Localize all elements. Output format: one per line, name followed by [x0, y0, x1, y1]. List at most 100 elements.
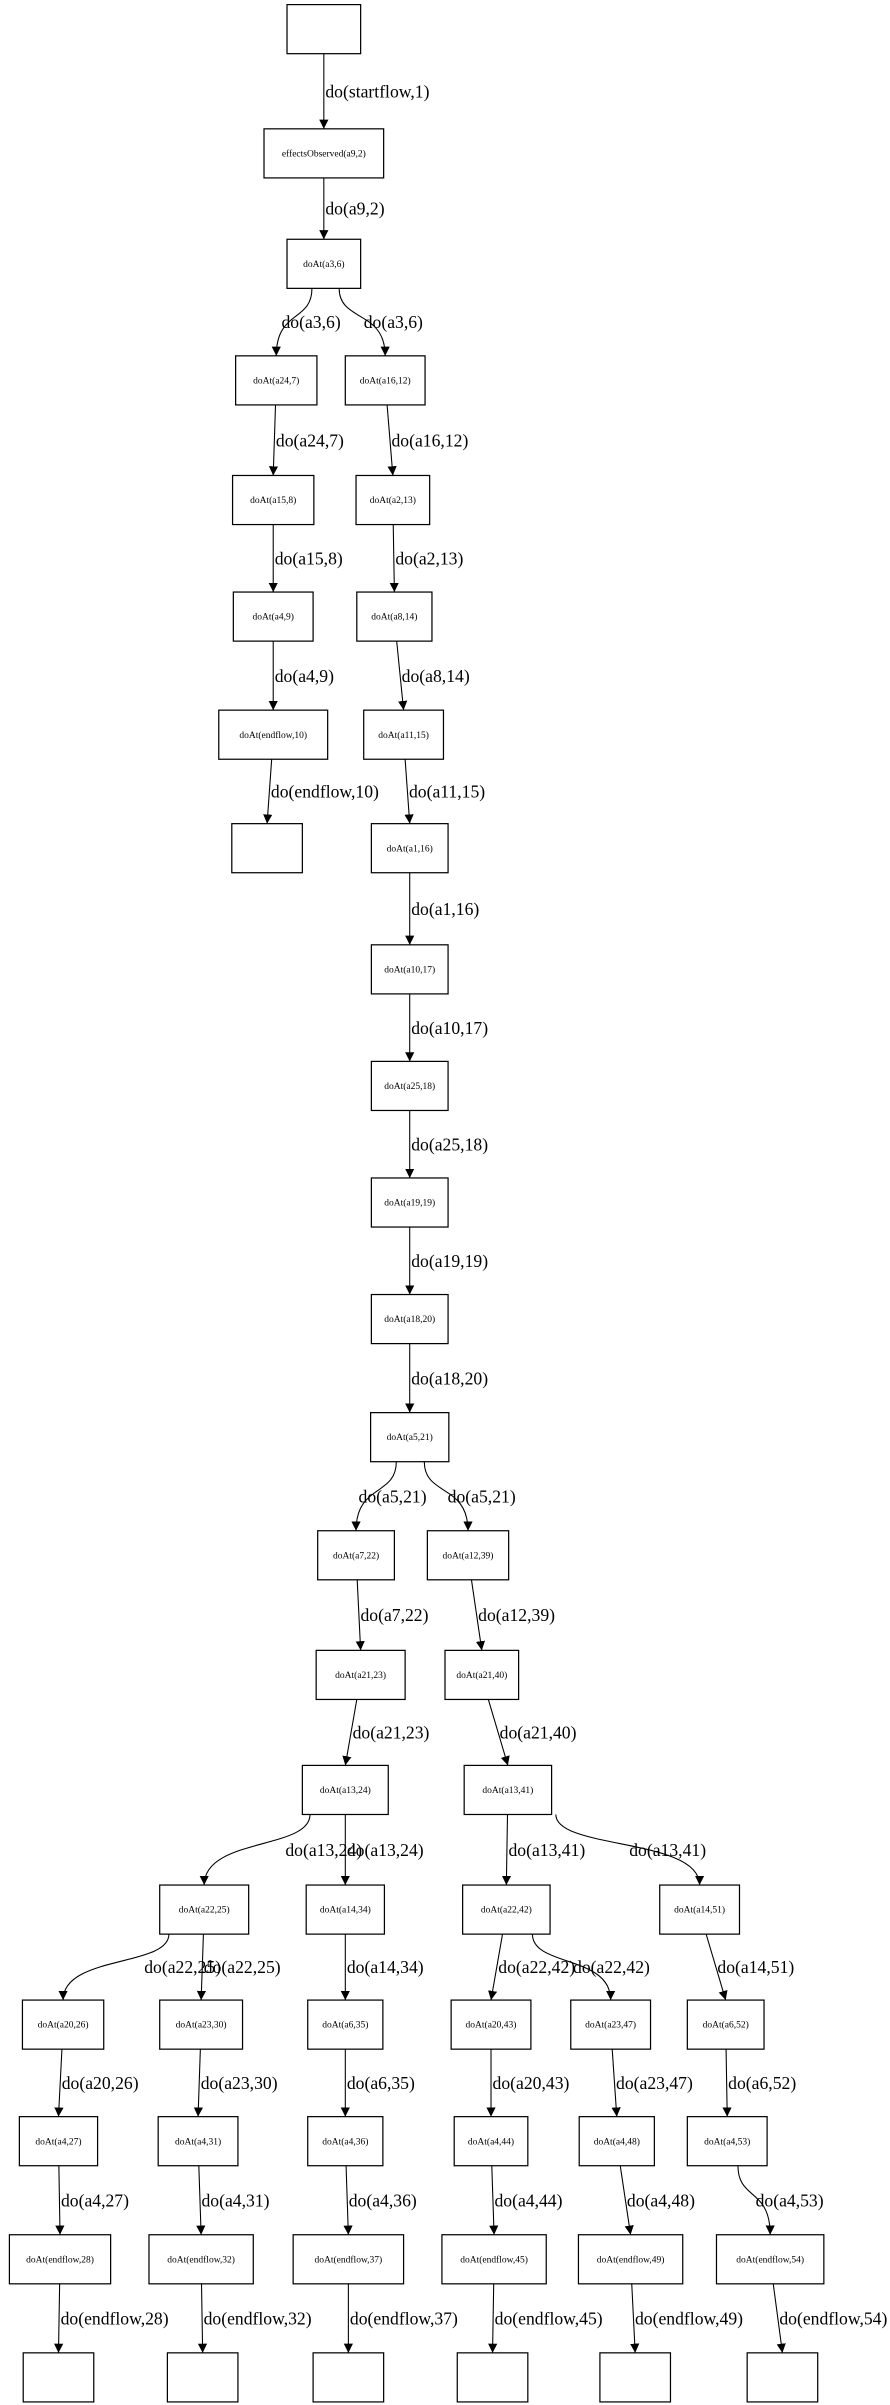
graph-node: doAt(a22,25): [159, 1884, 250, 1935]
edge-label: do(a5,21): [359, 1486, 427, 1506]
graph-node: doAt(a10,17): [370, 944, 449, 995]
graph-edge: do(a13,24): [199, 1814, 362, 1886]
node-box: [570, 1999, 652, 2050]
edge-label: do(a20,43): [493, 2073, 570, 2093]
node-box: [235, 355, 318, 406]
node-box: [363, 709, 445, 760]
edge-label: do(endflow,49): [635, 2308, 743, 2328]
edge-label: do(a13,24): [347, 1840, 424, 1860]
graph-node: doAt(a4,36): [307, 2116, 384, 2167]
edge-label: do(a8,14): [402, 666, 470, 686]
edge-arrow: [196, 2165, 206, 2235]
edge-label: do(a21,23): [353, 1723, 430, 1743]
graph-node: doAt(a20,43): [450, 1999, 532, 2050]
edge-arrow: [396, 641, 408, 711]
edge-label: do(a3,6): [364, 312, 423, 332]
edge-arrow: [197, 2283, 208, 2353]
edge-label: do(a16,12): [392, 430, 469, 450]
node-label: doAt(a12,39): [443, 1550, 494, 1561]
edge-arrow: [737, 2165, 775, 2235]
graph-edge: do(a13,41): [501, 1814, 585, 1886]
edge-arrow: [619, 2165, 634, 2235]
node-label: doAt(endflow,54): [736, 2254, 804, 2265]
node-label: doAt(a4,31): [175, 2136, 221, 2147]
graph-node: doAt(endflow,45): [441, 2234, 547, 2285]
graph-edge: do(a13,24): [340, 1814, 424, 1886]
graph-node-empty: [166, 2352, 239, 2403]
node-label: doAt(a4,44): [468, 2136, 514, 2147]
graph-edge: do(a13,41): [555, 1814, 706, 1886]
node-box: [231, 474, 315, 526]
graph-edge: do(a21,23): [342, 1699, 430, 1766]
edge-label: do(endflow,28): [61, 2308, 169, 2328]
node-box: [370, 1177, 449, 1228]
node-label: doAt(a8,14): [371, 612, 417, 623]
node-box: [746, 2352, 819, 2403]
edge-arrow: [351, 1461, 397, 1531]
node-box: [577, 2234, 684, 2285]
edge-label: do(a9,2): [325, 199, 384, 219]
graph-edge: do(a19,19): [405, 1227, 488, 1295]
edge-arrow: [489, 2165, 499, 2235]
graph-edge: do(a4,53): [737, 2165, 824, 2235]
graph-edge: do(a16,12): [386, 404, 469, 476]
graph-edge: do(a5,21): [351, 1461, 427, 1531]
graph-node-empty: [456, 2352, 529, 2403]
edge-arrow: [386, 404, 397, 476]
graph-node-empty: [22, 2352, 95, 2403]
node-label: doAt(a19,19): [384, 1198, 435, 1209]
node-box: [369, 1412, 450, 1463]
node-box: [344, 355, 426, 406]
graph-node: doAt(endflow,32): [148, 2234, 254, 2285]
graph-node: doAt(a25,18): [370, 1060, 449, 1112]
edge-arrow: [531, 1934, 616, 2001]
edge-label: do(a21,40): [500, 1723, 577, 1743]
node-box: [426, 1530, 510, 1581]
graph-node: doAt(a14,51): [659, 1884, 741, 1935]
node-box: [686, 2116, 768, 2167]
graph-node: doAt(a6,35): [307, 1999, 384, 2050]
edge-arrow: [54, 2283, 64, 2353]
edge-label: do(a13,24): [285, 1840, 362, 1860]
graph-edge: do(a14,34): [340, 1934, 424, 2001]
node-label: doAt(a15,8): [250, 495, 296, 506]
graph-edge: do(a4,9): [268, 641, 334, 711]
graph-node: doAt(a19,19): [370, 1177, 449, 1228]
graph-edge: do(a3,6): [271, 288, 341, 356]
graph-node-empty: [599, 2352, 672, 2403]
edge-label: do(a23,30): [201, 2073, 278, 2093]
edge-label: do(a22,42): [573, 1957, 650, 1977]
edge-label: do(a25,18): [411, 1134, 488, 1154]
graph-node: doAt(a4,27): [18, 2116, 99, 2167]
graph-node: doAt(endflow,49): [577, 2234, 684, 2285]
graph-edge: do(a25,18): [405, 1110, 488, 1178]
node-label: doAt(a22,25): [179, 1905, 230, 1916]
graph-node: doAt(a21,40): [444, 1649, 520, 1701]
graph-node: doAt(a16,12): [344, 355, 426, 406]
edge-label: do(endflow,54): [779, 2308, 887, 2328]
node-box: [370, 1293, 449, 1345]
graph-node-empty: [746, 2352, 819, 2403]
node-box: [159, 1999, 244, 2050]
graph-edge: do(a6,35): [340, 2049, 415, 2117]
node-box: [462, 1884, 551, 1935]
graph-edge: do(a22,42): [488, 1934, 575, 2001]
node-box: [263, 128, 385, 179]
edge-label: do(a3,6): [281, 312, 340, 332]
node-label: doAt(a5,21): [387, 1432, 433, 1443]
graph-node: doAt(a8,14): [356, 591, 433, 642]
edge-label: do(endflow,45): [495, 2308, 603, 2328]
node-label: doAt(a2,13): [370, 495, 416, 506]
edge-label: do(a5,21): [448, 1486, 516, 1506]
node-label: doAt(a4,36): [322, 2136, 368, 2147]
node-box: [21, 1999, 105, 2050]
node-label: doAt(endflow,10): [239, 730, 307, 741]
node-label: doAt(a4,9): [253, 612, 294, 623]
graph-node: doAt(a4,48): [578, 2116, 655, 2167]
node-label: doAt(a4,48): [594, 2136, 640, 2147]
node-box: [286, 3, 362, 55]
edge-label: do(a7,22): [360, 1605, 428, 1625]
node-label: doAt(endflow,49): [597, 2254, 665, 2265]
node-label: doAt(a21,40): [456, 1670, 507, 1681]
node-label: doAt(endflow,32): [167, 2254, 235, 2265]
